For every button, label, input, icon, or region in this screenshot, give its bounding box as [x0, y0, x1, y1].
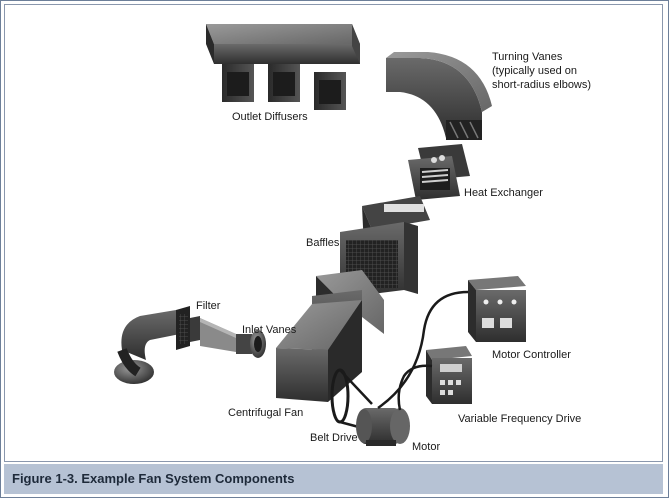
- label-motor: Motor: [412, 441, 441, 453]
- label-belt-drive: Belt Drive: [310, 432, 358, 444]
- label-filter: Filter: [196, 300, 221, 312]
- turning-vanes-component: [386, 52, 492, 140]
- label-outlet-diffusers: Outlet Diffusers: [232, 111, 308, 123]
- label-inlet-vanes: Inlet Vanes: [242, 324, 297, 336]
- label-turning-vanes-line3: short-radius elbows): [492, 79, 592, 91]
- figure-caption: Figure 1-3. Example Fan System Component…: [12, 471, 295, 486]
- outlet-diffusers-component: [206, 24, 360, 110]
- inlet-duct-component: [114, 310, 180, 384]
- baffles-component: [340, 196, 430, 298]
- label-motor-controller: Motor Controller: [492, 349, 571, 361]
- label-baffles: Baffles: [306, 237, 340, 249]
- motor-controller-component: [377, 276, 526, 410]
- variable-frequency-drive-component: [397, 346, 472, 411]
- motor-component: [356, 408, 410, 446]
- label-variable-frequency-drive: Variable Frequency Drive: [458, 413, 582, 425]
- label-heat-exchanger: Heat Exchanger: [464, 187, 543, 199]
- label-turning-vanes-line1: Turning Vanes: [492, 51, 563, 63]
- inlet-vanes-component: [200, 318, 266, 358]
- caption-bar: Figure 1-3. Example Fan System Component…: [4, 464, 663, 494]
- filter-component: [176, 306, 200, 350]
- centrifugal-fan-component: [276, 270, 384, 402]
- heat-exchanger-component: [408, 144, 470, 200]
- label-centrifugal-fan: Centrifugal Fan: [228, 407, 304, 419]
- label-turning-vanes-line2: (typically used on: [492, 65, 577, 77]
- label-turning-vanes: Turning Vanes (typically used on short-r…: [492, 50, 591, 92]
